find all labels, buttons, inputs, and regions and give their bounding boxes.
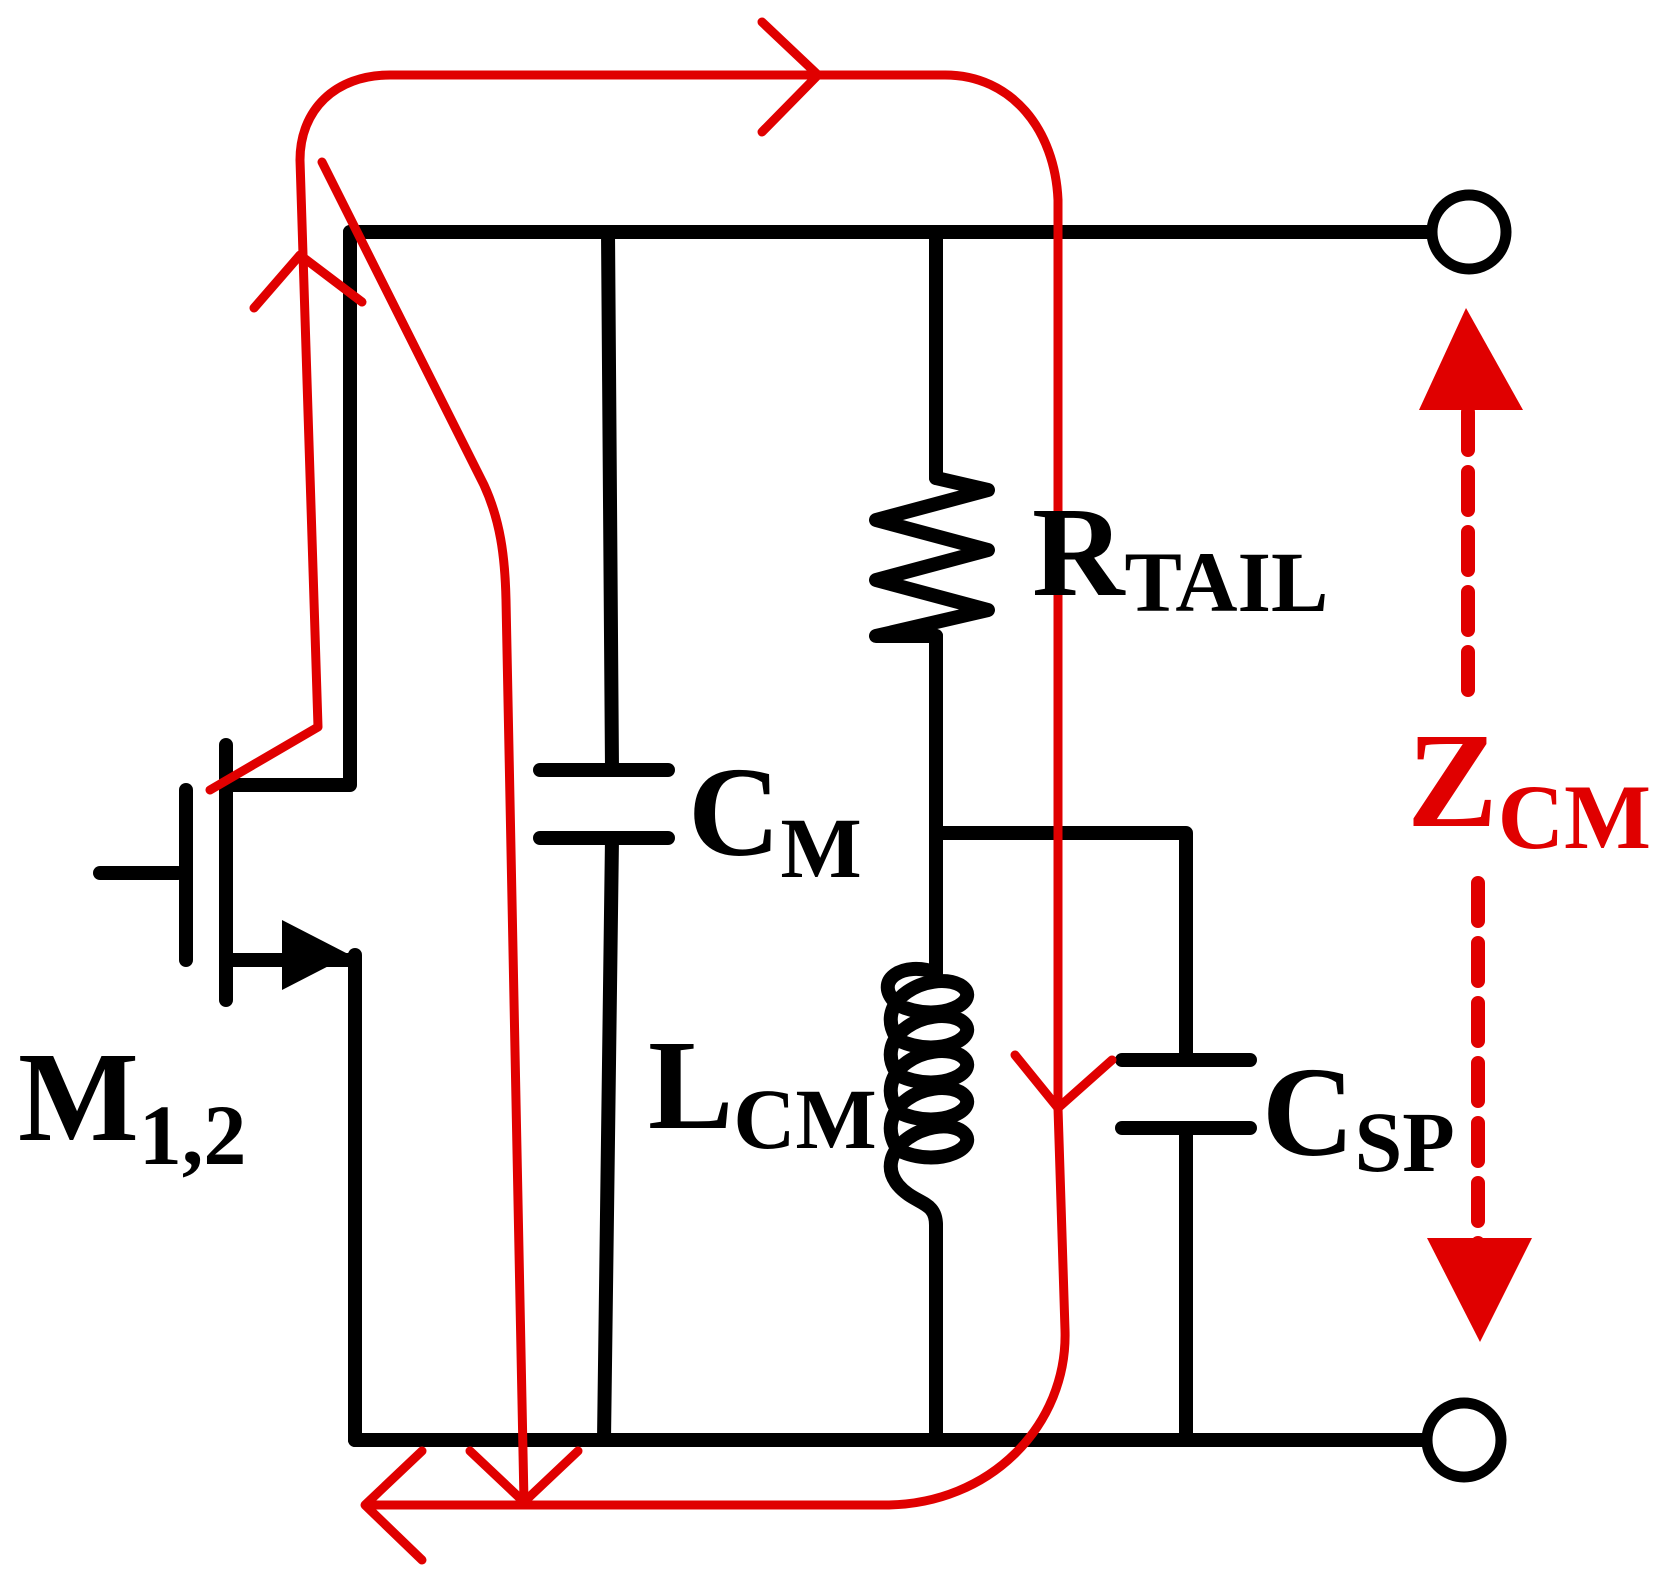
inner-current-loop (365, 1103, 1070, 1510)
middle-current-loop (317, 157, 529, 1507)
resistor-rtail (869, 225, 995, 980)
loop-arrow-bottom-middle (465, 1446, 583, 1507)
loop-arrow-left (249, 250, 367, 313)
label-lcm: LCM (648, 1014, 877, 1167)
label-rtail: RTAIL (1032, 481, 1328, 630)
circuit-wires (225, 225, 1445, 1447)
loop-arrow-right (1010, 1050, 1117, 1113)
capacitor-cm (533, 225, 675, 1447)
loop-arrow-bottom-left (360, 1446, 427, 1565)
rtail-zigzag (869, 471, 995, 643)
label-zcm: ZCM (1407, 706, 1651, 868)
drain-wire (225, 225, 357, 792)
cm-bottom-lead (597, 831, 619, 1447)
top-terminal (1426, 189, 1512, 275)
bottom-terminal (1421, 1397, 1507, 1483)
inductor-lcm (880, 962, 974, 1447)
transistor-m12 (93, 738, 357, 1007)
impedance-arrow-up (1419, 308, 1523, 410)
lcm-coil (880, 962, 974, 1232)
label-m12: M1,2 (18, 1026, 246, 1183)
outer-current-loop (205, 70, 1063, 1113)
current-loops (205, 17, 1117, 1565)
label-cm: CM (688, 741, 862, 896)
mid-branch (929, 826, 1193, 1067)
capacitor-csp (1115, 1053, 1257, 1447)
label-csp: CSP (1262, 1041, 1455, 1190)
impedance-indicator (1419, 308, 1532, 1342)
source-arrow (282, 920, 350, 990)
cm-top-lead (601, 225, 619, 777)
impedance-arrow-down (1427, 1238, 1532, 1342)
loop-arrow-top (757, 17, 823, 137)
